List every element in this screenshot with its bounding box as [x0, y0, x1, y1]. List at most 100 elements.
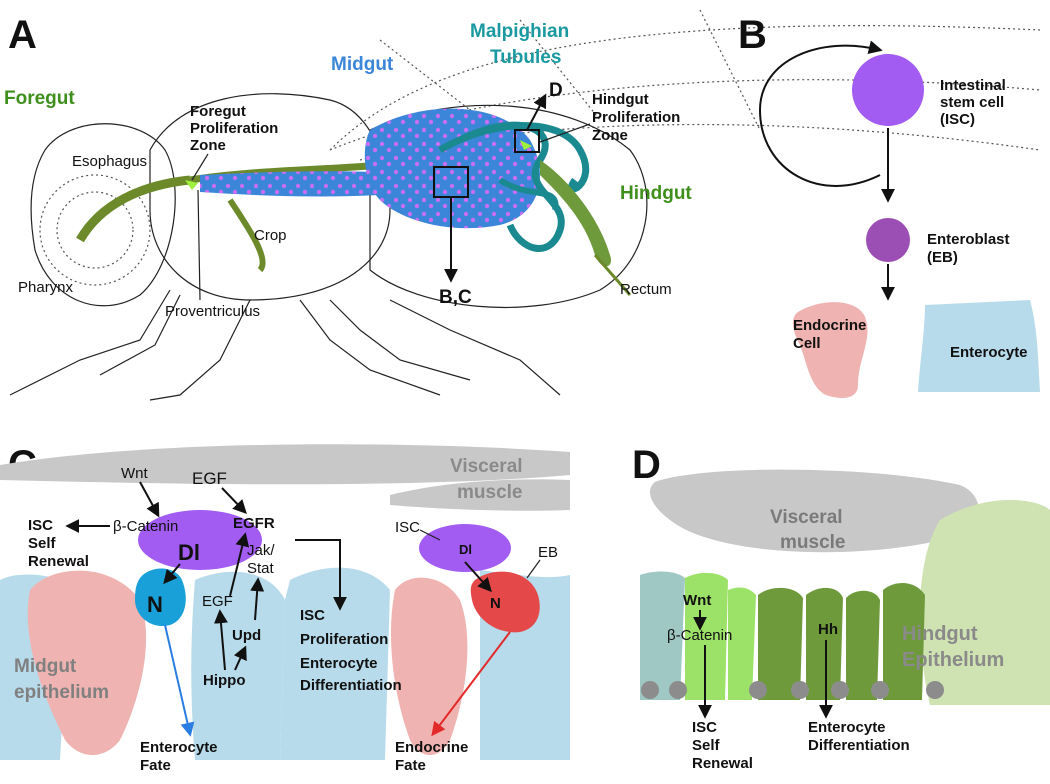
label-ref-bc: B,C: [439, 287, 472, 308]
label-egf-top: EGF: [192, 469, 227, 488]
hindgut-cell-teal: [640, 571, 685, 700]
endocrine-cell-c-1: [27, 570, 147, 755]
label-ent-diff-d-1: Enterocyte: [808, 719, 886, 736]
endocrine-cell-shape: [792, 302, 868, 398]
label-hippo: Hippo: [203, 672, 246, 689]
label-foregut-zone-1: Foregut: [190, 103, 246, 120]
label-jak-2: Stat: [247, 560, 275, 577]
label-ent-diff-c-1: Enterocyte: [300, 655, 378, 672]
hindgut-cell-light-2: [728, 587, 756, 700]
label-midgut: Midgut: [331, 54, 394, 75]
label-isc-self-c-3: Renewal: [28, 553, 89, 570]
label-isc-2: stem cell: [940, 94, 1004, 111]
hindgut-epithelium-pale: [919, 500, 1050, 705]
label-catenin-c: β-Catenin: [113, 518, 178, 535]
label-hindgut-epi-1: Hindgut: [902, 623, 978, 645]
label-foregut-zone-3: Zone: [190, 137, 226, 154]
label-hh: Hh: [818, 621, 838, 638]
panel-d-arrows: [693, 610, 833, 719]
visceral-muscle-c-2: [390, 479, 570, 511]
label-jak-1: Jak/: [247, 542, 275, 559]
label-n-small: N: [490, 595, 501, 612]
label-enterocyte: Enterocyte: [950, 344, 1028, 361]
isc-cell: [852, 54, 924, 126]
panel-d: D Visceral muscle Wnt β-Catenin Hh Hindg…: [632, 443, 1050, 772]
label-ref-d: D: [549, 80, 563, 101]
label-hindgut-zone-3: Zone: [592, 127, 628, 144]
label-eb-1: Enteroblast: [927, 231, 1010, 248]
foregut-zone-marker: [185, 180, 198, 190]
arrow-to-d: [526, 93, 547, 131]
label-hindgut-zone-2: Proliferation: [592, 109, 680, 126]
label-ent-fate-1: Enterocyte: [140, 739, 218, 756]
hindgut-cell-dark-4: [883, 583, 925, 700]
label-endo-fate-1: Endocrine: [395, 739, 468, 756]
label-ent-fate-2: Fate: [140, 757, 171, 774]
label-dl-small: Dl: [459, 542, 472, 557]
label-isc-self-c-1: ISC: [28, 517, 53, 534]
basement-dots: [641, 681, 944, 699]
label-visceral-d-2: muscle: [780, 532, 845, 553]
label-esophagus: Esophagus: [72, 153, 147, 170]
visceral-muscle-c: [0, 444, 570, 485]
visceral-muscle-d: [650, 469, 979, 553]
enterocyte-c-3: [280, 567, 390, 760]
label-isc-prolif-1: ISC: [300, 607, 325, 624]
hindgut-cell-dark-2: [806, 587, 843, 700]
label-hindgut-zone-1: Hindgut: [592, 91, 649, 108]
label-visceral-c-2: muscle: [457, 482, 522, 503]
label-proventriculus: Proventriculus: [165, 303, 260, 320]
label-visceral-d-1: Visceral: [770, 507, 843, 528]
label-catenin-d: β-Catenin: [667, 627, 732, 644]
gut-tract: [76, 108, 632, 296]
endocrine-cell-c-2: [390, 577, 468, 755]
label-egfr: EGFR: [233, 515, 275, 532]
label-foregut: Foregut: [4, 88, 75, 109]
self-renewal-loop-arrow: [758, 40, 883, 187]
label-hindgut-epi-2: Epithelium: [902, 649, 1004, 671]
label-foregut-zone-2: Proliferation: [190, 120, 278, 137]
panel-c: C Visceral muscle Wnt EGF EGFR β-Catenin…: [0, 443, 570, 774]
label-malpighian-1: Malpighian: [470, 21, 569, 42]
isc-cell-c: [138, 510, 262, 570]
panel-b-letter: B: [738, 13, 767, 57]
label-pharynx: Pharynx: [18, 279, 74, 296]
label-egf-low: EGF: [202, 593, 233, 610]
panel-d-letter: D: [632, 443, 661, 487]
label-isc-1: Intestinal: [940, 77, 1006, 94]
label-isc-self-c-2: Self: [28, 535, 57, 552]
label-hindgut: Hindgut: [620, 183, 692, 204]
label-endocrine-2: Cell: [793, 335, 821, 352]
label-upd: Upd: [232, 627, 261, 644]
label-endo-fate-2: Fate: [395, 757, 426, 774]
label-isc-self-d-3: Renewal: [692, 755, 753, 772]
label-crop: Crop: [254, 227, 287, 244]
label-isc-3: (ISC): [940, 111, 975, 128]
label-wnt-d: Wnt: [683, 592, 711, 609]
eb-cell: [866, 218, 910, 262]
label-wnt-c: Wnt: [121, 465, 149, 482]
label-ent-diff-c-2: Differentiation: [300, 677, 402, 694]
hindgut-cell-light-1: [685, 572, 728, 700]
label-n-c: N: [147, 592, 163, 617]
hindgut-cell-dark-1: [758, 587, 803, 700]
label-eb-2: (EB): [927, 249, 958, 266]
label-isc-self-d-2: Self: [692, 737, 721, 754]
label-dl-c: Dl: [178, 540, 200, 565]
label-isc-small: ISC: [395, 519, 420, 536]
hindgut-cell-dark-3: [846, 590, 880, 700]
label-endocrine-1: Endocrine: [793, 317, 866, 334]
panel-c-arrows: [65, 481, 541, 737]
isc-cell-c-small: [419, 524, 511, 572]
label-isc-self-d-1: ISC: [692, 719, 717, 736]
label-malpighian-2: Tubules: [490, 47, 561, 68]
panel-a-letter: A: [8, 13, 37, 57]
label-isc-prolif-2: Proliferation: [300, 631, 388, 648]
label-ent-diff-d-2: Differentiation: [808, 737, 910, 754]
label-rectum: Rectum: [620, 281, 672, 298]
hindgut-zone-marker: [520, 140, 532, 150]
enterocyte-cell-shape: [918, 300, 1040, 392]
label-eb-small: EB: [538, 544, 558, 561]
label-visceral-c-1: Visceral: [450, 456, 523, 477]
